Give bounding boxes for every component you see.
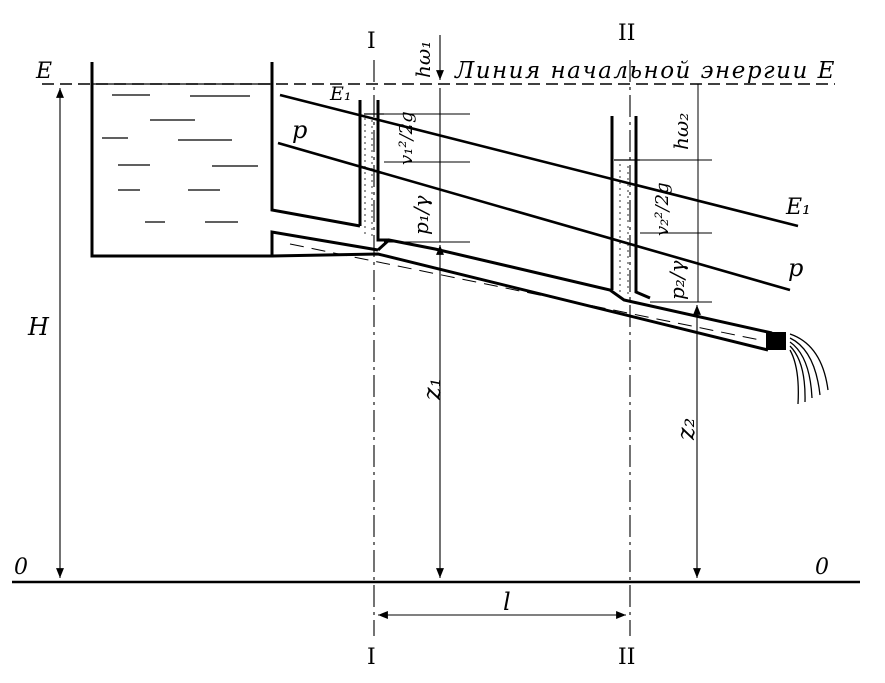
label-E-left: E	[35, 59, 52, 84]
label-section-II-top: II	[618, 21, 635, 46]
label-E1-end: E₁	[785, 195, 811, 220]
label-z1: z₁	[418, 378, 446, 401]
label-section-I-bottom: I	[367, 645, 376, 670]
label-z2: z₂	[672, 418, 700, 441]
label-length: l	[503, 588, 511, 616]
energy-line-caption: Линия начальной энергии E	[454, 58, 836, 84]
energy-line-E1	[279, 93, 799, 228]
nozzle-jet	[766, 332, 829, 405]
label-section-I-top: I	[367, 29, 376, 54]
label-p1-head: p₁/γ	[409, 195, 433, 235]
label-p-top: p	[292, 116, 307, 144]
label-section-II-bottom: II	[618, 645, 635, 670]
label-v1-head: v₁²/2g	[396, 111, 417, 165]
label-E1-top: E₁	[329, 83, 352, 105]
label-zero-left: 0	[14, 555, 28, 580]
piezometer-tube-II	[610, 116, 651, 300]
label-H: H	[27, 313, 50, 341]
label-hw2: hω₂	[669, 113, 693, 150]
label-v2-head: v₂²/2g	[652, 182, 673, 236]
label-hw1: hω₁	[411, 41, 435, 78]
label-zero-right: 0	[815, 555, 829, 580]
piezometric-line-p	[277, 141, 791, 292]
label-p2-head: p₂/γ	[665, 260, 689, 300]
label-p-end: p	[788, 254, 803, 282]
